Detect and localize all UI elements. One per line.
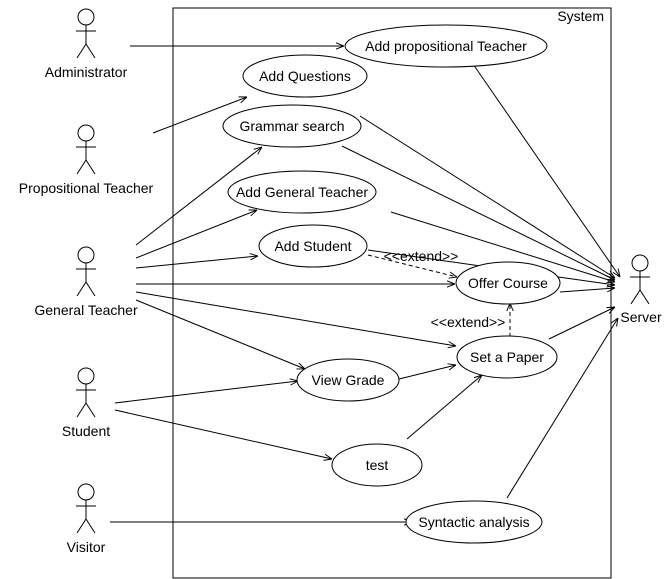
use-case-label: Syntactic analysis — [418, 514, 529, 530]
actor-administrator-icon[interactable] — [76, 8, 96, 59]
extend-label-1: <<extend>> — [384, 248, 459, 264]
link-offercourse-server — [559, 288, 615, 293]
extend-label-2: <<extend>> — [431, 314, 506, 330]
use-case-offer-course[interactable]: Offer Course — [455, 261, 561, 305]
use-case-label: Set a Paper — [470, 349, 544, 365]
use-case-label: Add Student — [274, 238, 351, 254]
actor-general-teacher-icon[interactable] — [76, 246, 96, 297]
link-addquestions-server — [359, 115, 615, 278]
actor-server-icon[interactable] — [630, 254, 650, 305]
use-case-add-general-teacher[interactable]: Add General Teacher — [227, 170, 377, 214]
link-gt-add-general-teacher — [135, 210, 257, 259]
use-case-label: Add propositional Teacher — [365, 38, 527, 54]
link-viewgrade-setpaper — [398, 365, 456, 380]
link-gt-view-grade — [135, 299, 305, 369]
system-label: System — [557, 8, 604, 24]
use-case-label: Add Questions — [259, 68, 351, 84]
link-test-setpaper — [406, 375, 482, 440]
actor-propositional-teacher-icon[interactable] — [76, 124, 96, 175]
link-gt-add-student — [135, 256, 258, 269]
use-case-label: Grammar search — [239, 118, 344, 134]
use-case-label: test — [366, 457, 389, 473]
link-addgt-server — [390, 211, 615, 282]
actor-visitor-icon[interactable] — [76, 483, 96, 534]
system-boundary: System — [172, 7, 612, 579]
use-case-grammar-search[interactable]: Grammar search — [222, 104, 362, 148]
link-student-view-grade — [114, 381, 298, 404]
link-syntactic-server — [506, 318, 618, 499]
link-gt-grammar-search — [135, 147, 262, 246]
use-case-add-questions[interactable]: Add Questions — [242, 54, 368, 98]
use-case-label: View Grade — [312, 372, 385, 388]
link-setpaper-server — [548, 307, 615, 340]
use-case-test[interactable]: test — [331, 443, 423, 487]
actor-label-administrator: Administrator — [45, 64, 128, 80]
use-case-label: Offer Course — [468, 275, 548, 291]
use-case-set-a-paper[interactable]: Set a Paper — [456, 335, 558, 379]
link-addprop-server — [472, 63, 620, 277]
use-case-add-student[interactable]: Add Student — [258, 224, 368, 268]
actor-label-server: Server — [620, 309, 662, 325]
associations — [110, 46, 620, 522]
use-case-label: Add General Teacher — [236, 184, 368, 200]
link-propteacher-add-questions — [152, 97, 247, 134]
actor-label-visitor: Visitor — [67, 539, 106, 555]
link-gt-set-a-paper — [135, 291, 456, 346]
use-case-view-grade[interactable]: View Grade — [296, 358, 400, 402]
use-case-syntactic-analysis[interactable]: Syntactic analysis — [405, 500, 543, 544]
extend-addstudent-offercourse — [367, 254, 457, 277]
link-grammar-server — [341, 145, 615, 280]
actor-student-icon[interactable] — [76, 367, 96, 418]
actor-label-general-teacher: General Teacher — [34, 302, 138, 318]
use-case-add-propositional-teacher[interactable]: Add propositional Teacher — [344, 24, 548, 68]
actor-label-propositional-teacher: Propositional Teacher — [19, 180, 154, 196]
link-student-test — [114, 409, 332, 459]
actor-label-student: Student — [62, 423, 110, 439]
